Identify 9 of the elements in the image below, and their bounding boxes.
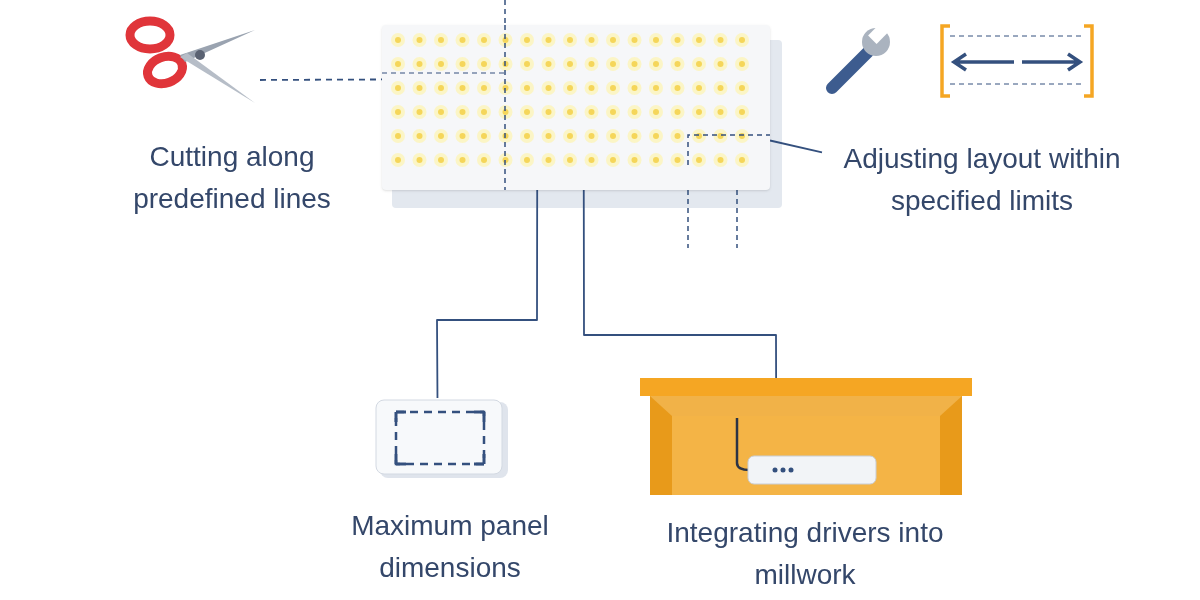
led-panel-drawing bbox=[382, 25, 770, 190]
drawer-drawing bbox=[640, 378, 972, 495]
caption-text: Maximum panel dimensions bbox=[350, 509, 550, 585]
caption-text: Cutting along predefined lines bbox=[132, 140, 332, 216]
caption-text: Integrating drivers into millwork bbox=[665, 516, 945, 592]
callout-text: Adjusting layout within specified limits bbox=[822, 138, 1142, 222]
leader-line bbox=[436, 189, 539, 399]
leader-line bbox=[769, 139, 823, 154]
leader-line bbox=[582, 189, 777, 379]
